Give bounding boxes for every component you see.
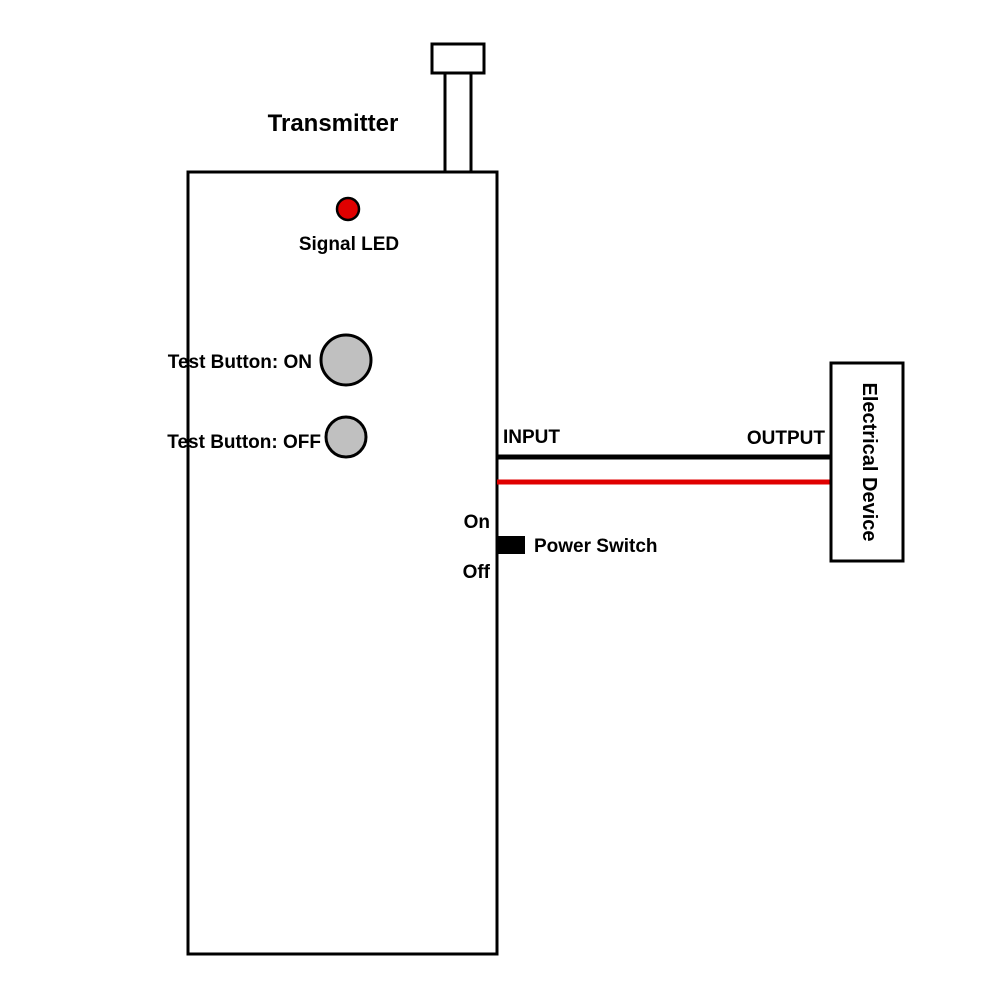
signal-led-label: Signal LED [299,234,399,255]
transmitter-title: Transmitter [268,110,399,137]
electrical-device-label: Electrical Device [858,383,880,542]
test-button-off[interactable] [324,415,368,459]
test-button-on-label: Test Button: ON [168,352,312,373]
output-label: OUTPUT [747,428,826,449]
antenna-cap [430,42,486,75]
test-button-off-label: Test Button: OFF [167,432,321,453]
power-switch[interactable] [497,536,525,554]
power-switch-on-label: On [464,512,490,533]
input-label: INPUT [503,427,560,448]
power-switch-label: Power Switch [534,536,658,557]
antenna [430,42,486,176]
antenna-mast [443,70,473,176]
test-button-on[interactable] [319,333,373,387]
electrical-device-box [829,361,905,563]
power-switch-off-label: Off [463,562,491,583]
signal-led [335,196,361,222]
transmitter-body [186,170,499,956]
